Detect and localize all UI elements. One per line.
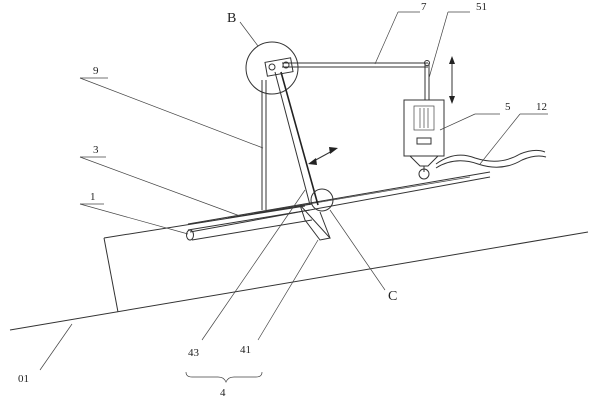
label-51: 51 — [476, 1, 487, 13]
leader-12 — [479, 113, 521, 165]
label-1: 1 — [90, 191, 96, 203]
leader-43 — [201, 189, 306, 341]
label-3: 3 — [93, 144, 99, 156]
box-5-window — [416, 137, 432, 145]
leader-41 — [257, 239, 319, 341]
rail-top — [187, 171, 491, 225]
leader-51 — [428, 11, 449, 79]
rod-43-b — [274, 71, 311, 206]
joint-b — [264, 57, 294, 77]
embankment-outline — [103, 237, 119, 313]
label-c: C — [388, 289, 397, 304]
leader-7 — [374, 11, 399, 65]
blade-41 — [299, 204, 331, 241]
label-5: 5 — [505, 101, 511, 113]
hose-12 — [435, 149, 546, 165]
box-5-valve — [418, 168, 430, 180]
leader-c — [329, 209, 386, 291]
box-5-inner — [413, 105, 435, 131]
plate-3 — [227, 203, 313, 219]
pipe-top — [187, 209, 311, 231]
arrow-diagonal-head-2 — [329, 147, 338, 154]
arrow-diagonal-head-1 — [308, 158, 317, 165]
leader-01 — [39, 323, 73, 371]
box-5-funnel — [409, 155, 439, 167]
ground-slope-line — [9, 231, 589, 331]
label-12: 12 — [536, 101, 547, 113]
leader-3 — [79, 156, 241, 217]
label-41: 41 — [240, 344, 251, 356]
leader-9 — [79, 77, 264, 149]
blade-41-edge — [319, 211, 331, 239]
pipe-end — [186, 229, 194, 241]
arrow-vertical-up — [449, 56, 455, 64]
embankment-top-edge — [103, 205, 306, 239]
leader-1 — [79, 203, 189, 235]
hose-12-b — [435, 155, 547, 169]
leader-5 — [439, 113, 476, 131]
pipe-bottom — [191, 219, 313, 241]
rail-inner — [254, 176, 471, 214]
brace-4 — [185, 371, 263, 383]
detail-circle-b — [245, 41, 299, 95]
label-b: B — [227, 11, 236, 26]
label-01: 01 — [18, 373, 29, 385]
label-9: 9 — [93, 65, 99, 77]
label-4: 4 — [220, 387, 226, 399]
rail-bottom — [189, 176, 491, 233]
leader-b — [239, 21, 259, 47]
arrow-vertical-down — [449, 96, 455, 104]
label-7: 7 — [421, 1, 427, 13]
rod-43-a — [280, 71, 319, 206]
label-43: 43 — [188, 347, 200, 359]
hinge-51 — [424, 60, 430, 66]
joint-b-pin-2 — [282, 61, 290, 69]
joint-b-pin-1 — [268, 63, 276, 71]
detail-circle-c — [310, 188, 334, 212]
